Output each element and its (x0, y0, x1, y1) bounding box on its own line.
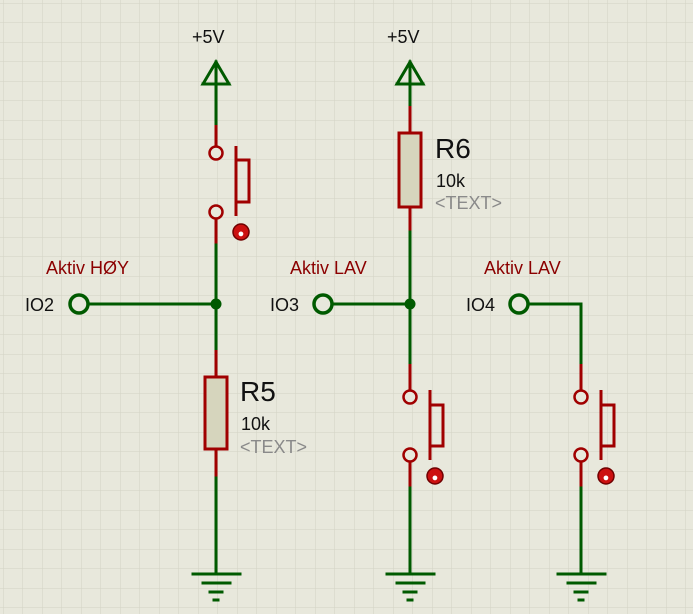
power-label-middle: +5V (387, 27, 420, 47)
pushbutton-left[interactable]: ● (208, 125, 251, 245)
resistor-r6-value: 10k (436, 171, 466, 191)
resistor-r6-ref: R6 (435, 133, 471, 164)
power-symbol-middle[interactable]: +5V (387, 27, 426, 108)
resistor-r6-text: <TEXT> (435, 193, 502, 213)
probe-icon: ● (597, 467, 615, 485)
terminal-io4-label: IO4 (466, 295, 495, 315)
power-arrow-icon (200, 59, 232, 127)
terminal-icon (312, 293, 334, 315)
net-label-io3: Aktiv LAV (290, 258, 367, 278)
ground-icon (385, 486, 436, 602)
resistor-r6[interactable]: R6 10k <TEXT> (397, 106, 502, 232)
ground-icon (556, 486, 607, 602)
probe-icon: ● (232, 223, 250, 241)
resistor-r5-value: 10k (241, 414, 271, 434)
net-label-io4: Aktiv LAV (484, 258, 561, 278)
svg-text:●: ● (603, 472, 610, 484)
svg-text:●: ● (238, 228, 245, 240)
terminal-io4[interactable]: IO4 (466, 293, 583, 366)
ground-left[interactable] (191, 476, 242, 602)
svg-text:●: ● (432, 472, 439, 484)
pushbutton-icon: ● (402, 364, 445, 488)
terminal-io2-label: IO2 (25, 295, 54, 315)
ground-icon (191, 476, 242, 602)
terminal-io2[interactable]: IO2 (25, 293, 218, 315)
resistor-icon (397, 106, 423, 232)
terminal-icon (68, 293, 90, 315)
probe-icon: ● (426, 467, 444, 485)
pushbutton-icon: ● (573, 364, 616, 488)
ground-right[interactable] (556, 486, 607, 602)
power-label-left: +5V (192, 27, 225, 47)
pushbutton-middle[interactable]: ● (402, 364, 445, 488)
terminal-io3[interactable]: IO3 (270, 293, 412, 315)
pushbutton-right[interactable]: ● (573, 364, 616, 488)
resistor-icon (203, 350, 229, 478)
power-symbol-left[interactable]: +5V (192, 27, 232, 127)
resistor-r5-text: <TEXT> (240, 437, 307, 457)
net-label-io2: Aktiv HØY (46, 258, 129, 278)
resistor-r5[interactable]: R5 10k <TEXT> (203, 350, 307, 478)
junction-left (210, 298, 222, 310)
terminal-icon (508, 293, 530, 315)
ground-middle[interactable] (385, 486, 436, 602)
junction-middle (404, 298, 416, 310)
power-arrow-icon (394, 59, 426, 108)
terminal-io3-label: IO3 (270, 295, 299, 315)
pushbutton-icon: ● (208, 125, 251, 245)
resistor-r5-ref: R5 (240, 376, 276, 407)
